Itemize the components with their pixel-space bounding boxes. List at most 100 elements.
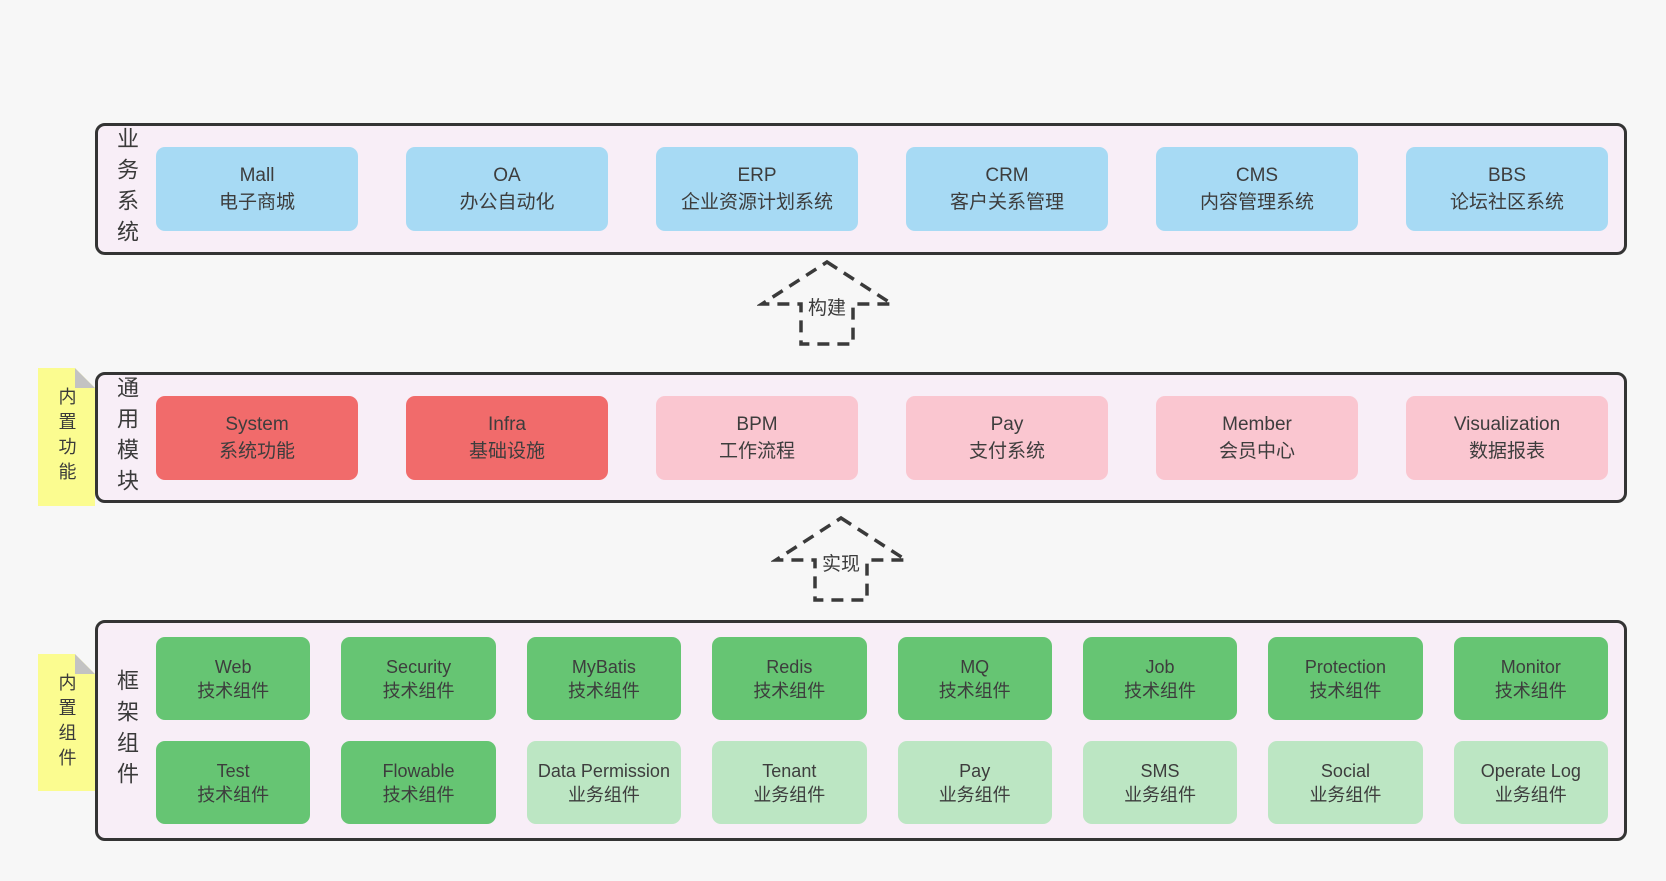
box-visualization: Visualization 数据报表 xyxy=(1406,395,1608,480)
box-protection: Protection 技术组件 xyxy=(1268,637,1423,720)
box-desc: 技术组件 xyxy=(567,680,640,701)
box-name: BBS xyxy=(1487,165,1527,186)
box-tenant: Tenant 业务组件 xyxy=(712,741,867,824)
box-system: System 系统功能 xyxy=(156,395,358,480)
box-name: Mall xyxy=(239,165,275,186)
band-label-common-modules: 通用模块 xyxy=(114,375,139,500)
box-mall: Mall 电子商城 xyxy=(156,147,358,231)
folded-corner-icon xyxy=(75,368,95,388)
box-oa: OA 办公自动化 xyxy=(406,147,608,231)
box-desc: 基础设施 xyxy=(468,440,545,462)
box-name: Protection xyxy=(1304,656,1386,677)
box-name: Flowable xyxy=(382,760,455,781)
sticky-note-built-in-components: 内置组件 xyxy=(38,654,95,791)
box-pay-module: Pay 支付系统 xyxy=(906,395,1108,480)
band-business-systems: 业务系统 Mall 电子商城 OA 办公自动化 ERP 企业资源计划系统 CRM… xyxy=(95,123,1627,255)
box-bpm: BPM 工作流程 xyxy=(656,395,858,480)
build-arrow-label: 构建 xyxy=(803,292,851,321)
box-desc: 技术组件 xyxy=(197,784,270,805)
box-desc: 工作流程 xyxy=(718,440,795,462)
box-desc: 业务组件 xyxy=(1124,784,1197,805)
box-desc: 会员中心 xyxy=(1218,440,1295,462)
box-redis: Redis 技术组件 xyxy=(712,637,867,720)
box-desc: 技术组件 xyxy=(382,784,455,805)
box-name: Visualization xyxy=(1453,413,1561,435)
box-name: Member xyxy=(1222,413,1292,435)
box-name: Job xyxy=(1145,656,1175,677)
box-name: Redis xyxy=(766,656,813,677)
box-name: MQ xyxy=(960,656,990,677)
box-name: MyBatis xyxy=(571,656,636,677)
box-security: Security 技术组件 xyxy=(341,637,496,720)
sticky-note-label: 内置组件 xyxy=(56,672,77,773)
box-desc: 技术组件 xyxy=(382,680,455,701)
box-name: Tenant xyxy=(762,760,817,781)
box-desc: 电子商城 xyxy=(218,192,295,213)
box-member: Member 会员中心 xyxy=(1156,395,1358,480)
box-sms: SMS 业务组件 xyxy=(1082,741,1238,824)
box-desc: 技术组件 xyxy=(1494,680,1567,701)
box-name: Operate Log xyxy=(1480,760,1581,781)
box-desc: 内容管理系统 xyxy=(1199,192,1314,213)
implement-arrow-label: 实现 xyxy=(817,548,865,577)
band-label-framework-components: 框架组件 xyxy=(114,668,139,793)
box-data-permission: Data Permission 业务组件 xyxy=(526,741,682,824)
box-flowable: Flowable 技术组件 xyxy=(341,741,496,824)
box-name: OA xyxy=(493,165,521,186)
box-desc: 办公自动化 xyxy=(459,192,555,213)
box-name: Test xyxy=(216,760,250,781)
box-desc: 业务组件 xyxy=(1309,784,1382,805)
band-framework-components: 框架组件 Web 技术组件 Security 技术组件 MyBatis 技术组件… xyxy=(95,620,1627,841)
box-name: Monitor xyxy=(1500,656,1561,677)
box-name: Social xyxy=(1320,760,1370,781)
box-pay-component: Pay 业务组件 xyxy=(897,741,1052,824)
box-name: Security xyxy=(386,656,452,677)
box-desc: 业务组件 xyxy=(938,784,1011,805)
box-operate-log: Operate Log 业务组件 xyxy=(1453,741,1608,824)
box-name: Web xyxy=(214,656,252,677)
box-cms: CMS 内容管理系统 xyxy=(1156,147,1358,231)
box-web: Web 技术组件 xyxy=(156,637,311,720)
box-erp: ERP 企业资源计划系统 xyxy=(656,147,858,231)
box-name: System xyxy=(225,413,289,435)
box-desc: 数据报表 xyxy=(1468,440,1545,462)
box-name: ERP xyxy=(737,165,777,186)
box-desc: 技术组件 xyxy=(938,680,1011,701)
box-desc: 系统功能 xyxy=(218,440,295,462)
box-desc: 企业资源计划系统 xyxy=(680,192,833,213)
box-desc: 技术组件 xyxy=(197,680,270,701)
box-name: Pay xyxy=(990,413,1024,435)
implement-arrow-icon: 实现 xyxy=(771,514,911,604)
box-mybatis: MyBatis 技术组件 xyxy=(526,637,682,720)
box-desc: 技术组件 xyxy=(1309,680,1382,701)
box-desc: 支付系统 xyxy=(968,440,1045,462)
box-name: Infra xyxy=(487,413,527,435)
box-monitor: Monitor 技术组件 xyxy=(1453,637,1608,720)
box-desc: 业务组件 xyxy=(753,784,826,805)
sticky-note-built-in-features: 内置功能 xyxy=(38,368,95,506)
box-desc: 技术组件 xyxy=(1124,680,1197,701)
box-desc: 业务组件 xyxy=(1494,784,1567,805)
sticky-note-label: 内置功能 xyxy=(56,387,77,487)
folded-corner-icon xyxy=(75,654,95,674)
box-name: CRM xyxy=(985,165,1029,186)
box-infra: Infra 基础设施 xyxy=(406,395,608,480)
box-test: Test 技术组件 xyxy=(156,741,311,824)
band-common-modules: 通用模块 System 系统功能 Infra 基础设施 BPM 工作流程 Pay… xyxy=(95,372,1627,503)
box-name: BPM xyxy=(736,413,778,435)
band-label-business-systems: 业务系统 xyxy=(114,127,139,251)
box-desc: 业务组件 xyxy=(567,784,640,805)
box-job: Job 技术组件 xyxy=(1082,637,1238,720)
box-desc: 客户关系管理 xyxy=(949,192,1064,213)
box-bbs: BBS 论坛社区系统 xyxy=(1406,147,1608,231)
box-name: CMS xyxy=(1235,165,1279,186)
box-crm: CRM 客户关系管理 xyxy=(906,147,1108,231)
box-mq: MQ 技术组件 xyxy=(897,637,1052,720)
build-arrow-icon: 构建 xyxy=(757,258,897,348)
box-name: SMS xyxy=(1140,760,1180,781)
box-name: Pay xyxy=(959,760,991,781)
box-desc: 技术组件 xyxy=(753,680,826,701)
box-social: Social 业务组件 xyxy=(1268,741,1423,824)
box-desc: 论坛社区系统 xyxy=(1449,192,1564,213)
